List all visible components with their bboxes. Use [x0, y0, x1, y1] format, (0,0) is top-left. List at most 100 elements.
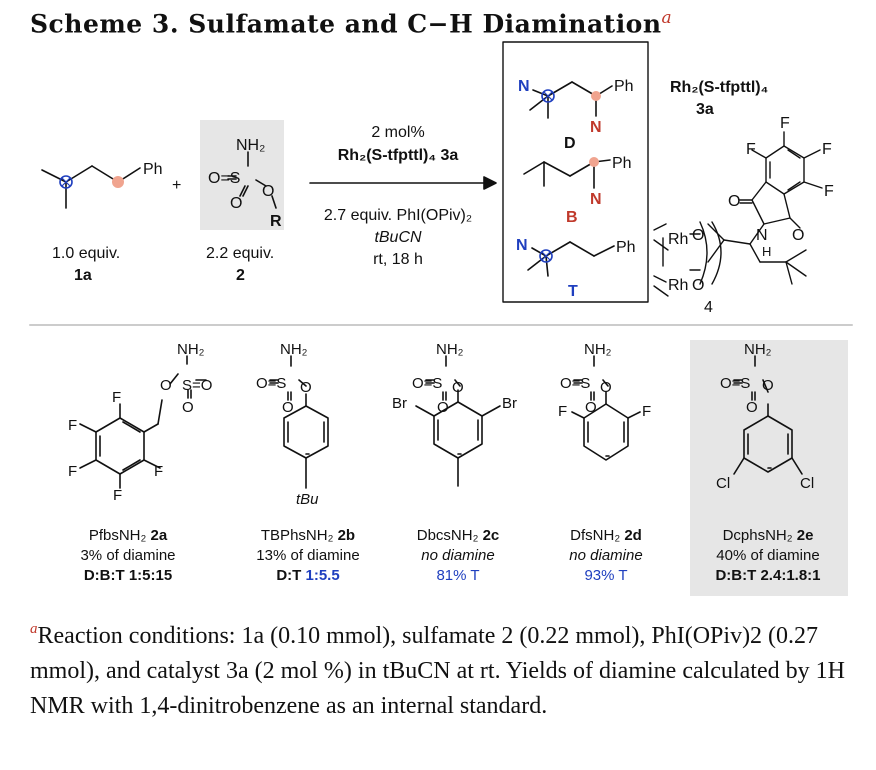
svg-text:O: O	[585, 399, 597, 416]
substrate-id: 1a	[74, 267, 92, 284]
svg-text:S=O: S=O	[182, 377, 212, 394]
svg-text:F: F	[642, 403, 651, 420]
svg-text:F: F	[113, 487, 122, 504]
svg-text:D:T 1:5.5: D:T 1:5.5	[276, 567, 339, 584]
svg-text:NH₂: NH₂	[177, 341, 205, 358]
svg-text:O: O	[160, 377, 172, 394]
svg-text:NH₂: NH₂	[584, 341, 612, 358]
substrate-ph-label: Ph	[143, 161, 163, 178]
svg-text:O=S: O=S	[412, 375, 442, 392]
svg-text:O: O	[452, 379, 464, 396]
svg-text:Cl: Cl	[716, 475, 730, 492]
svg-text:N: N	[518, 78, 530, 95]
svg-text:no diamine: no diamine	[421, 547, 494, 564]
svg-text:Rh: Rh	[668, 277, 688, 294]
svg-text:O: O	[182, 399, 194, 416]
svg-text:Ph: Ph	[612, 155, 632, 172]
svg-text:F: F	[780, 115, 790, 132]
svg-text:O: O	[262, 183, 274, 200]
product-B-label: B	[566, 209, 578, 226]
footnote: aReaction conditions: 1a (0.10 mmol), su…	[30, 621, 845, 719]
products-box	[502, 41, 649, 303]
structure-2d	[571, 355, 641, 461]
svg-text:NH₂: NH₂	[436, 341, 464, 358]
structure-2e	[733, 355, 803, 475]
svg-text:93% T: 93% T	[584, 567, 627, 584]
svg-text:F: F	[68, 417, 77, 434]
catalyst-subscript: 4	[704, 299, 713, 316]
structure-2b	[269, 355, 329, 489]
svg-text:F: F	[558, 403, 567, 420]
svg-text:tBu: tBu	[296, 491, 319, 508]
product-T-label: T	[568, 283, 578, 300]
svg-text:O: O	[728, 193, 740, 210]
svg-text:Ph: Ph	[614, 78, 634, 95]
svg-text:O: O	[692, 227, 704, 244]
sulfamate-2-panel	[200, 120, 284, 230]
product-D-label: D	[564, 135, 576, 152]
svg-text:O: O	[746, 399, 758, 416]
svg-text:40% of diamine: 40% of diamine	[716, 547, 819, 564]
svg-text:TBPhsNH₂ 2b: TBPhsNH₂ 2b	[261, 527, 355, 544]
svg-text:O: O	[282, 399, 294, 416]
svg-text:Ph: Ph	[616, 239, 636, 256]
catalyst-name: Rh₂(S-tfpttl)₄	[670, 79, 768, 96]
svg-text:O: O	[692, 277, 704, 294]
caption-2c: DbcsNH₂ 2c no diamine 81% T	[417, 527, 500, 584]
svg-text:O=S: O=S	[256, 375, 286, 392]
svg-text:NH₂: NH₂	[744, 341, 772, 358]
product-D-structure	[529, 81, 613, 119]
svg-text:F: F	[154, 463, 163, 480]
svg-text:O: O	[762, 377, 774, 394]
sulfamate-nh2: NH₂	[236, 137, 265, 154]
svg-text:D:B:T 2.4:1.8:1: D:B:T 2.4:1.8:1	[715, 567, 820, 584]
svg-text:D:B:T 1:5:15: D:B:T 1:5:15	[84, 567, 172, 584]
caption-2d: DfsNH₂ 2d no diamine 93% T	[569, 527, 642, 584]
product-T-structure	[527, 241, 615, 277]
cond-catalyst: Rh₂(S-tfpttl)₄ 3a	[338, 147, 459, 164]
catalyst-3a-structure	[653, 131, 823, 297]
cond-solvent: tBuCN	[374, 229, 422, 246]
svg-text:O=S: O=S	[208, 170, 240, 187]
svg-text:H: H	[762, 244, 771, 259]
svg-text:Cl: Cl	[800, 475, 814, 492]
svg-text:N: N	[590, 119, 602, 136]
svg-text:O: O	[437, 399, 449, 416]
sulfamate-r-label: R	[270, 213, 282, 230]
svg-text:81% T: 81% T	[436, 567, 479, 584]
sulfamate-id: 2	[236, 267, 245, 284]
cond-loading: 2 mol%	[371, 124, 424, 141]
svg-text:N: N	[590, 191, 602, 208]
plus-sign: +	[172, 177, 181, 194]
svg-text:no diamine: no diamine	[569, 547, 642, 564]
svg-text:3% of diamine: 3% of diamine	[80, 547, 175, 564]
svg-text:O: O	[230, 195, 242, 212]
scheme-title: Scheme 3. Sulfamate and C−H Diaminationa	[30, 8, 673, 39]
svg-text:NH₂: NH₂	[280, 341, 308, 358]
sulfamate-equiv: 2.2 equiv.	[206, 245, 274, 262]
substrate-1a-structure	[41, 165, 141, 209]
svg-text:O=S: O=S	[720, 375, 750, 392]
svg-text:N: N	[516, 237, 528, 254]
svg-text:F: F	[112, 389, 121, 406]
svg-text:Br: Br	[502, 395, 517, 412]
structure-2c	[415, 355, 501, 487]
svg-text:DfsNH₂ 2d: DfsNH₂ 2d	[570, 527, 642, 544]
structure-2a	[79, 355, 207, 489]
footnote-text: Reaction conditions: 1a (0.10 mmol), sul…	[30, 623, 845, 719]
caption-2b: TBPhsNH₂ 2b 13% of diamine D:T 1:5.5	[256, 527, 359, 584]
sulfamate-2-structure	[227, 151, 277, 209]
svg-text:N: N	[756, 227, 768, 244]
arrow-head	[483, 176, 497, 190]
catalyst-id: 3a	[696, 101, 714, 118]
svg-text:13% of diamine: 13% of diamine	[256, 547, 359, 564]
svg-text:F: F	[824, 183, 834, 200]
site-markers	[59, 89, 601, 263]
cond-oxidant: 2.7 equiv. PhI(OPiv)₂	[324, 207, 472, 224]
svg-text:O: O	[300, 379, 312, 396]
svg-text:PfbsNH₂ 2a: PfbsNH₂ 2a	[89, 527, 168, 544]
title-footnote-mark: a	[661, 8, 673, 28]
svg-text:Br: Br	[392, 395, 407, 412]
svg-text:O: O	[792, 227, 804, 244]
svg-text:F: F	[746, 141, 756, 158]
